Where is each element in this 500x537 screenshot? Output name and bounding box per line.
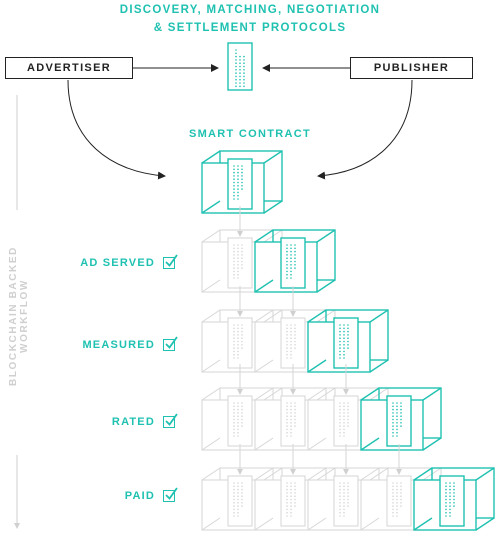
faded-cube	[360, 467, 442, 531]
faded-cube	[201, 229, 283, 293]
active-cube	[307, 309, 389, 373]
publisher-box: PUBLISHER	[350, 57, 473, 79]
stage-label: AD SERVED	[80, 257, 155, 269]
faded-cube	[307, 387, 389, 451]
protocol-document-icon	[227, 42, 253, 91]
stage-label: RATED	[111, 416, 155, 428]
advertiser-to-contract-arrow	[67, 79, 166, 180]
smart-contract-cube	[201, 150, 283, 214]
protocols-title-line2: & SETTLEMENT PROTOCOLS	[153, 22, 347, 34]
faded-cube	[201, 467, 283, 531]
advertiser-box: ADVERTISER	[5, 57, 133, 79]
stage-rated: RATED	[60, 413, 178, 428]
active-cube	[254, 229, 336, 293]
stage-label: MEASURED	[82, 339, 155, 351]
stage-ad-served: AD SERVED	[60, 254, 178, 269]
protocols-title-line1: DISCOVERY, MATCHING, NEGOTIATION	[119, 4, 381, 16]
stage-paid: PAID	[60, 487, 178, 502]
checkmark-icon	[163, 413, 178, 428]
cube-layer	[201, 150, 495, 531]
faded-cube	[254, 467, 336, 531]
publisher-to-contract-arrow	[317, 79, 413, 180]
stage-measured: MEASURED	[60, 336, 178, 351]
active-cube	[413, 467, 495, 531]
checkmark-icon	[163, 487, 178, 502]
stage-label: PAID	[124, 490, 155, 502]
faded-cube	[254, 387, 336, 451]
checkmark-icon	[163, 254, 178, 269]
smart-contract-label: SMART CONTRACT	[188, 128, 312, 140]
faded-cube	[254, 309, 336, 373]
checkmark-icon	[163, 336, 178, 351]
active-cube	[360, 387, 442, 451]
